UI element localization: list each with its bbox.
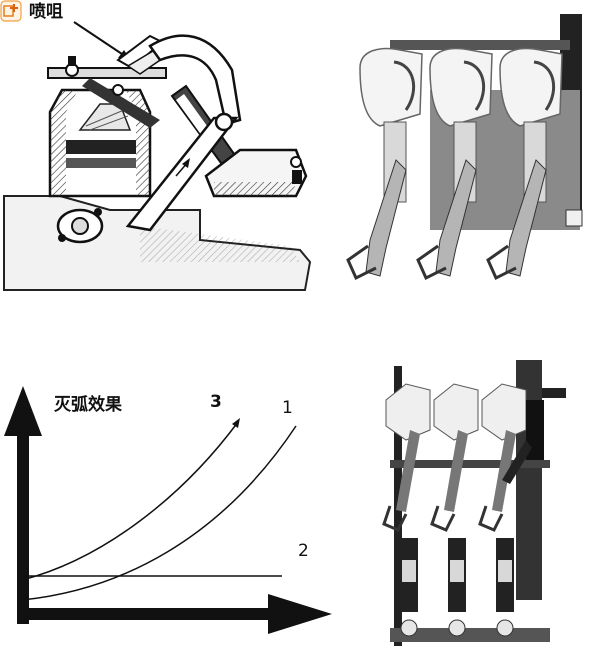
curve-label-2: 2	[298, 541, 309, 561]
arc-chute-cross-section	[0, 0, 320, 300]
switch-pole	[486, 47, 563, 281]
fuse-switch-photo	[376, 360, 596, 649]
curve-3	[21, 421, 239, 581]
curve-1	[21, 425, 297, 601]
fuse-pole	[430, 383, 479, 637]
curve-label-1: 1	[282, 398, 293, 418]
switch-pole	[416, 47, 493, 281]
three-pole-switch-photo	[340, 10, 602, 300]
nozzle-label: 喷咀	[29, 2, 63, 22]
add-image-icon[interactable]	[0, 0, 22, 22]
y-axis-arrow	[17, 432, 29, 624]
y-axis-label: 灭弧效果	[54, 395, 122, 415]
switch-pole	[346, 47, 423, 281]
arc-effect-graph	[0, 380, 340, 640]
curve-label-3: 3	[210, 392, 222, 412]
fuse-pole	[478, 383, 527, 637]
x-axis-arrow	[17, 608, 275, 620]
fuse-pole	[382, 383, 431, 637]
